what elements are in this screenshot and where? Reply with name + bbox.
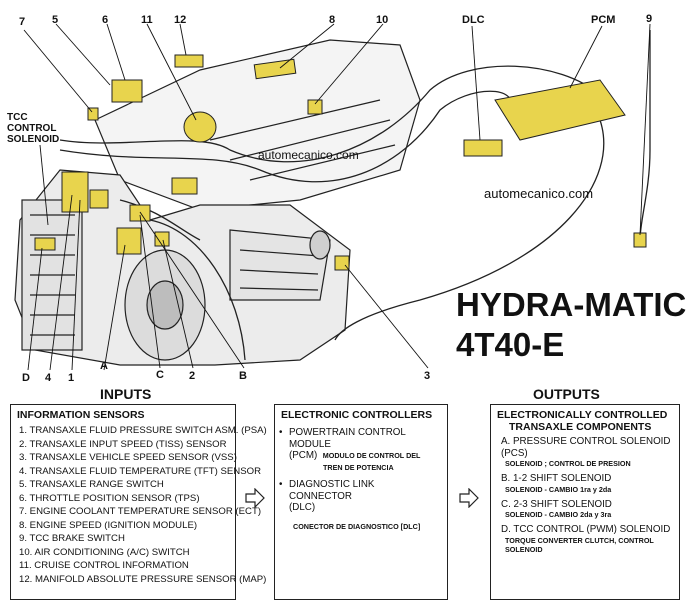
callout-a: A <box>100 360 108 372</box>
map-sensor-shape <box>174 54 204 68</box>
callout-5: 5 <box>52 14 59 26</box>
inputs-header: INPUTS <box>100 386 152 402</box>
output-a-es: SOLENOID ; CONTROL DE PRESION <box>505 459 631 468</box>
callout-dlc: DLC <box>462 14 485 26</box>
list-item: 1. TRANSAXLE FLUID PRESSURE SWITCH ASM. … <box>19 425 267 436</box>
model-title-line1: HYDRA-MATIC <box>456 286 687 323</box>
list-item: 8. ENGINE SPEED (IGNITION MODULE) <box>19 519 198 531</box>
output-a: A. PRESSURE CONTROL SOLENOID (PCS) <box>501 436 671 459</box>
callout-6: 6 <box>102 14 109 26</box>
callout-1: 1 <box>68 372 75 384</box>
callout-2: 2 <box>189 370 196 382</box>
list-item: 2. TRANSAXLE INPUT SPEED (TISS) SENSOR <box>19 438 227 450</box>
controllers-box: ELECTRONIC CONTROLLERS • POWERTRAIN CONT… <box>274 404 448 600</box>
list-item: 12. MANIFOLD ABSOLUTE PRESSURE SENSOR (M… <box>19 573 267 585</box>
arrow-right-icon <box>459 488 479 508</box>
controllers-box-title: ELECTRONIC CONTROLLERS <box>281 409 433 421</box>
list-item: 3. TRANSAXLE VEHICLE SPEED SENSOR (VSS) <box>19 452 237 463</box>
callout-11: 11 <box>141 14 153 26</box>
model-title-line2: 4T40-E <box>456 326 565 363</box>
output-c: C. 2-3 SHIFT SOLENOID <box>501 498 612 510</box>
outputs-box-subtitle: TRANSAXLE COMPONENTS <box>509 421 652 433</box>
outputs-box-title: ELECTRONICALLY CONTROLLED <box>497 409 668 421</box>
callout-pcm: PCM <box>591 14 616 26</box>
callout-9: 9 <box>646 13 653 25</box>
pcm-item: • POWERTRAIN CONTROL MODULE (PCM) MODULO… <box>279 427 421 472</box>
callout-b: B <box>239 370 247 382</box>
list-item: 6. THROTTLE POSITION SENSOR (TPS) <box>19 492 200 504</box>
list-item: 11. CRUISE CONTROL INFORMATION <box>19 560 189 571</box>
outputs-box: ELECTRONICALLY CONTROLLED TRANSAXLE COMP… <box>490 404 680 600</box>
callout-12: 12 <box>174 14 187 26</box>
callout-c: C <box>156 369 164 381</box>
callout-d: D <box>22 372 30 384</box>
inputs-list: 1. TRANSAXLE FLUID PRESSURE SWITCH ASM. … <box>11 424 267 586</box>
callout-10: 10 <box>376 14 389 26</box>
callout-3: 3 <box>424 370 431 382</box>
callout-8: 8 <box>329 14 336 26</box>
callout-7: 7 <box>19 16 26 28</box>
output-d-es1: TORQUE CONVERTER CLUTCH, CONTROL <box>505 535 654 545</box>
dlc-item: • DIAGNOSTIC LINK CONNECTOR (DLC) <box>279 479 375 513</box>
output-b-es: SOLENOID - CAMBIO 1ra y 2da <box>505 484 612 494</box>
inputs-box-title: INFORMATION SENSORS <box>17 409 145 421</box>
dlc-spanish-note: CONECTOR DE DIAGNOSTICO [DLC] <box>293 521 421 531</box>
callout-4: 4 <box>45 372 52 384</box>
list-item: 7. ENGINE COOLANT TEMPERATURE SENSOR (EC… <box>19 506 262 517</box>
arrow-right-icon <box>245 488 265 508</box>
list-item: 10. AIR CONDITIONING (A/C) SWITCH <box>19 546 190 558</box>
output-d-es2: SOLENOID <box>505 544 543 554</box>
output-d: D. TCC CONTROL (PWM) SOLENOID <box>501 524 671 535</box>
watermark-top: automecanico.com <box>258 148 359 162</box>
inputs-box: INFORMATION SENSORS 1. TRANSAXLE FLUID P… <box>10 404 267 600</box>
watermark-right: automecanico.com <box>484 186 594 201</box>
outputs-header: OUTPUTS <box>533 386 600 402</box>
output-c-es: SOLENOID - CAMBIO 2da y 3ra <box>505 510 612 519</box>
tcc-control-solenoid-label: TCC CONTROL SOLENOID <box>7 112 60 145</box>
output-b: B. 1-2 SHIFT SOLENOID <box>501 473 612 484</box>
list-item: 9. TCC BRAKE SWITCH <box>19 533 125 544</box>
list-item: 5. TRANSAXLE RANGE SWITCH <box>19 479 164 490</box>
list-item: 4. TRANSAXLE FLUID TEMPERATURE (TFT) SEN… <box>19 465 262 477</box>
